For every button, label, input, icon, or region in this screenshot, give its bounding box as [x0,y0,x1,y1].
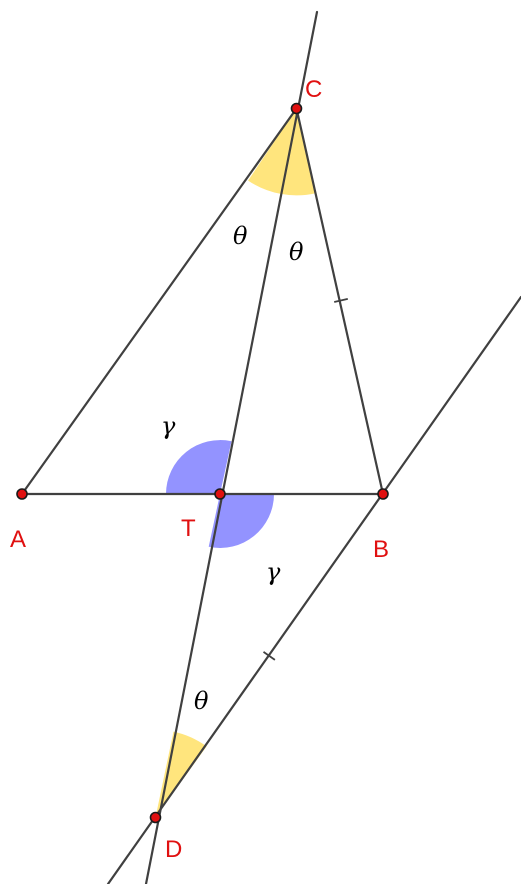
tick-mark-cb [333,298,349,303]
point-t [214,488,226,500]
point-c [290,102,303,115]
line-ct-extended [144,10,319,884]
point-label-c: C [305,76,322,103]
point-label-t: T [181,515,196,542]
angle-label-gamma-upper: γ [161,412,176,440]
line-db-extended [106,295,521,884]
angle-wedge-c [248,108,317,196]
point-a [16,488,28,500]
angle-label-gamma-lower: γ [266,558,281,586]
point-label-d: D [165,836,182,863]
tick-mark-db [262,651,276,661]
angle-label-theta-d: θ [194,687,209,715]
angle-wedge-t-lower [208,494,274,548]
point-d [149,811,162,824]
angle-wedge-t-upper [166,440,232,494]
angle-wedge-d [155,731,207,818]
point-b [377,488,389,500]
angle-label-theta-cb: θ [289,238,304,266]
segment-ac [20,107,298,496]
angle-label-theta-ac: θ [233,222,248,250]
point-label-b: B [373,536,389,563]
point-label-a: A [10,526,26,553]
